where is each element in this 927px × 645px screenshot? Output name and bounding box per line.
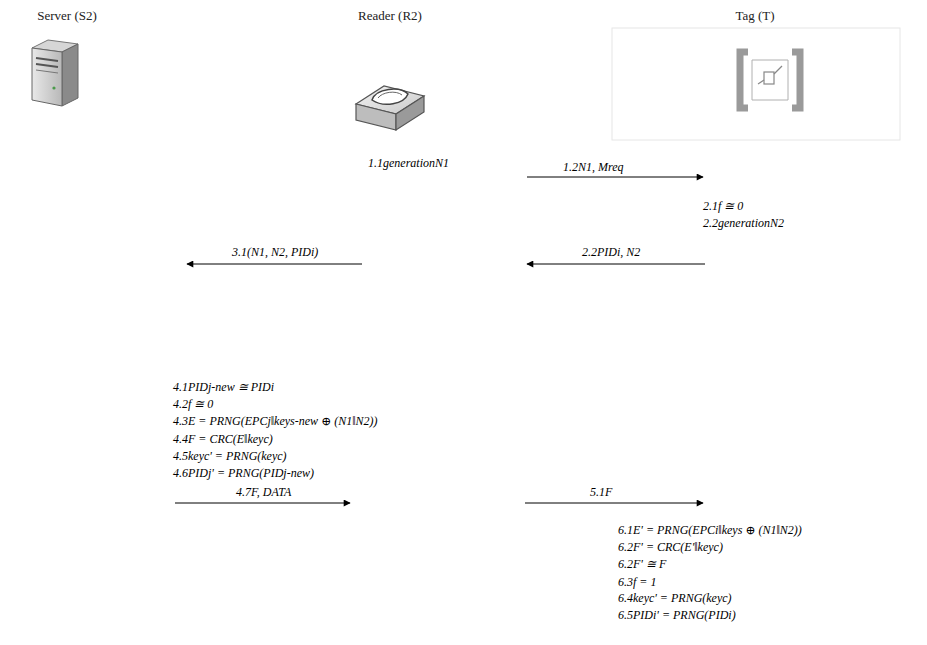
message-arrow — [187, 264, 362, 265]
message-label: 5.1F — [590, 485, 612, 499]
reader-icon — [356, 86, 424, 130]
message-label: 3.1(N1, N2, PIDi) — [232, 245, 318, 259]
message-arrow — [527, 177, 703, 178]
participant: Reader (R2) — [345, 8, 435, 138]
participant: Tag (T) — [700, 8, 810, 28]
step-label: 4.1PIDj-new ≅ PIDi — [173, 380, 274, 394]
participant-name: Server (S2) — [12, 8, 122, 24]
message-label: 2.2PIDi, N2 — [582, 245, 640, 259]
step-label: 4.2f ≅ 0 — [173, 397, 213, 411]
step-label: 6.5PIDi' = PRNG(PIDi) — [618, 608, 736, 622]
step-label: 4.4F = CRC(E‖keyc) — [173, 432, 273, 446]
step-label: 4.3E = PRNG(EPCj‖keys-new ⊕ (N1‖N2)) — [173, 414, 378, 428]
step-label: 6.2F' ≅ F — [618, 557, 666, 571]
server-icon — [32, 40, 78, 106]
step-label: 2.2generationN2 — [703, 216, 784, 230]
step-label: 6.3f = 1 — [618, 575, 656, 589]
participant-name: Reader (R2) — [345, 8, 435, 24]
message-arrow — [527, 264, 705, 265]
step-label: 6.4keyc' = PRNG(keyc) — [618, 591, 732, 605]
step-label: 1.1generationN1 — [368, 156, 449, 170]
step-label: 6.1E' = PRNG(EPCi‖keys ⊕ (N1‖N2)) — [618, 523, 802, 537]
step-label: 4.5keyc' = PRNG(keyc) — [173, 449, 287, 463]
message-arrow — [525, 503, 703, 504]
message-label: 4.7F, DATA — [236, 485, 291, 499]
message-arrow — [175, 503, 350, 504]
message-label: 1.2N1, Mreq — [563, 160, 624, 174]
step-label: 4.6PIDj' = PRNG(PIDj-new) — [173, 466, 314, 480]
participant-name: Tag (T) — [700, 8, 810, 24]
tag-icon — [612, 28, 900, 140]
step-label: 6.2F' = CRC(E'‖keyc) — [618, 540, 723, 554]
step-label: 2.1f ≅ 0 — [703, 199, 743, 213]
participant: Server (S2) — [12, 8, 122, 112]
